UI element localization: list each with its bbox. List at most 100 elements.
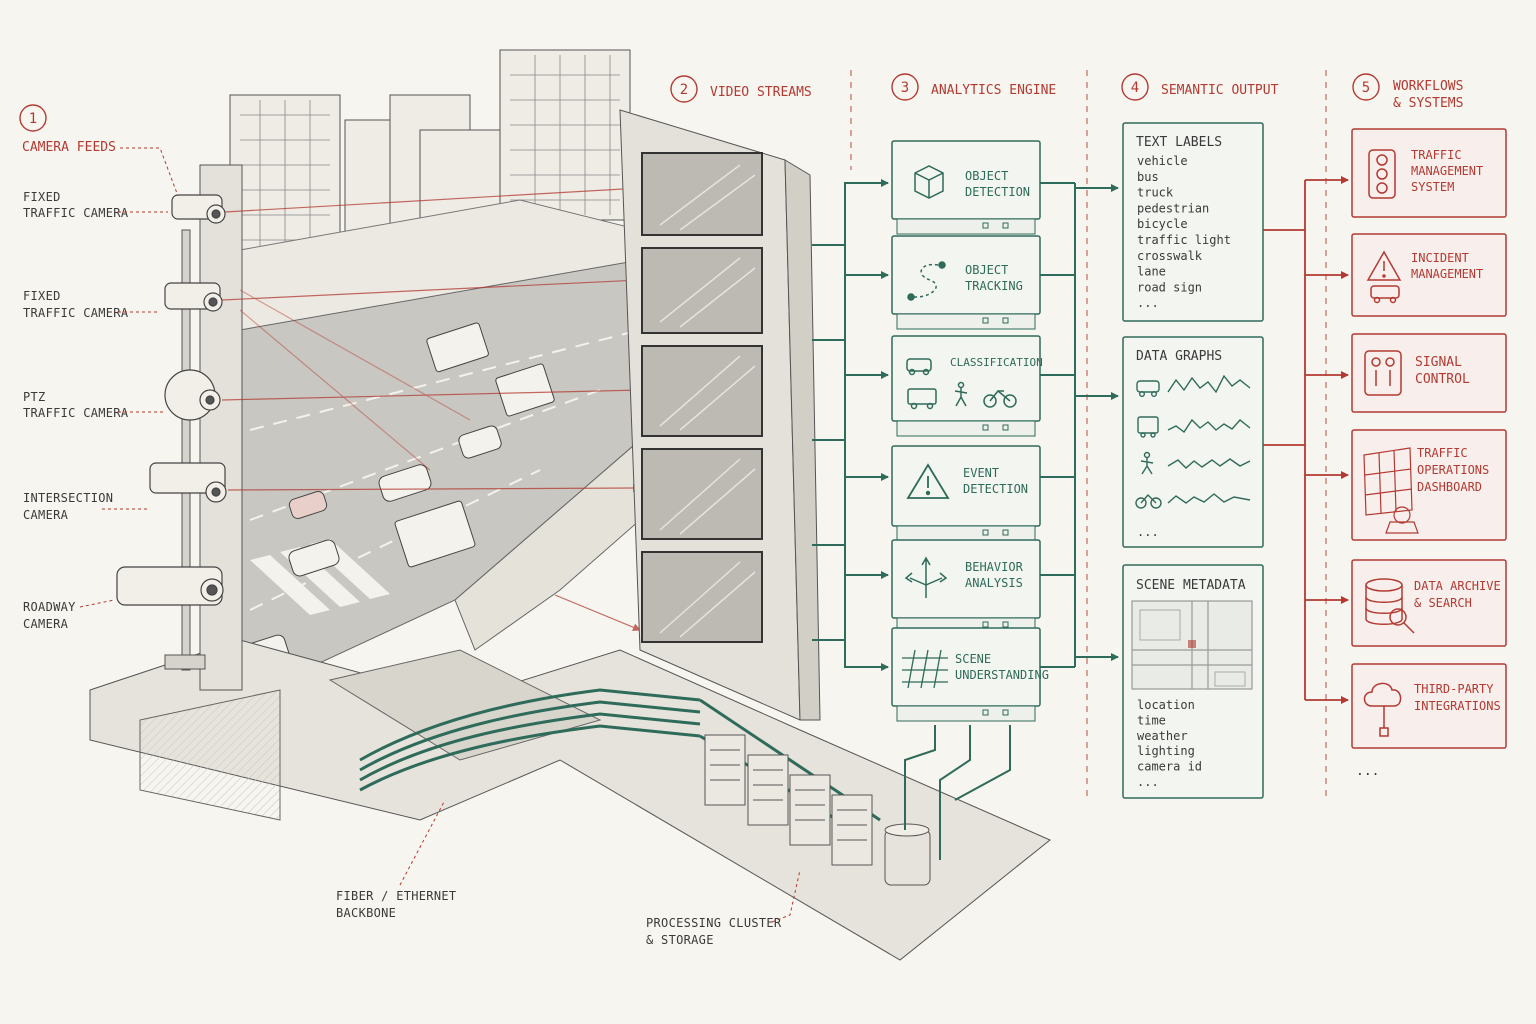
scene-metadata-item-4: lighting [1137,744,1195,758]
module-5-line2: ANALYSIS [965,576,1023,590]
text-label-item-5: bicycle [1137,217,1188,231]
camera-label-4-line2: CAMERA [23,508,69,522]
module-behavior-analysis[interactable]: BEHAVIOR ANALYSIS [891,539,1041,634]
module-6-line2: UNDERSTANDING [955,668,1049,682]
module-classification[interactable]: CLASSIFICATION [891,335,1043,437]
camera-1-icon [171,194,226,224]
text-label-item-1: vehicle [1137,154,1188,168]
pedestrian-icon [1140,451,1154,475]
section-4-header: 4 SEMANTIC OUTPUT [1121,73,1279,101]
section-5-badge [1352,73,1380,101]
workflows: TRAFFIC MANAGEMENT SYSTEM INCIDENT MANAG… [1351,128,1507,779]
workflow-incident-management[interactable]: INCIDENT MANAGEMENT [1351,233,1507,317]
graph-line-2 [1167,418,1251,434]
building-windows [240,55,620,260]
workflow-6-line2: INTEGRATIONS [1414,699,1501,713]
camera-label-1: FIXED TRAFFIC CAMERA [23,190,168,220]
section-1-header: 1 CAMERA FEEDS [19,104,179,197]
pole-cameras [116,194,227,606]
video-screen-2 [641,247,763,334]
section-2-header: 2 VIDEO STREAMS [670,75,812,103]
bicycle-icon [1135,493,1162,509]
section-2-number: 2 [680,82,688,98]
camera-label-5: ROADWAY CAMERA [23,599,115,631]
server-racks [704,734,931,886]
scene-metadata-item-3: weather [1137,729,1188,743]
section-3-badge [891,73,919,101]
camera-label-2-line2: TRAFFIC CAMERA [23,306,129,320]
text-label-item-9: road sign [1137,280,1202,294]
section-2-title: VIDEO STREAMS [710,85,812,100]
cluster-label-line2: & STORAGE [646,933,714,947]
workflow-5-line2: & SEARCH [1414,596,1472,610]
workflow-3-line2: CONTROL [1415,372,1470,387]
camera-fov-lines [221,184,641,632]
module-6-line1: SCENE [955,652,991,666]
data-graphs-card[interactable]: DATA GRAPHS ... [1122,336,1264,548]
module-5-line1: BEHAVIOR [965,560,1024,574]
output-to-workflow-connectors [1263,176,1349,704]
camera-label-2: FIXED TRAFFIC CAMERA [23,289,160,320]
workflow-4-line2: OPERATIONS [1417,463,1489,477]
data-graphs-more: ... [1137,525,1159,539]
camera-pole [164,164,243,691]
section-5-header: 5 WORKFLOWS & SYSTEMS [1352,73,1463,111]
module-1-line1: OBJECT [965,169,1008,183]
section-3-number: 3 [901,80,909,96]
map-thumbnail [1131,600,1253,690]
module-object-tracking[interactable]: OBJECT TRACKING [891,235,1041,330]
grid-icon [902,649,948,689]
camera-4-icon [149,462,227,503]
camera-label-2-line1: FIXED [23,289,61,303]
cloud-icon [1363,682,1402,737]
module-event-detection[interactable]: EVENT DETECTION [891,445,1041,542]
text-label-item-7: crosswalk [1137,249,1203,263]
workflow-traffic-management[interactable]: TRAFFIC MANAGEMENT SYSTEM [1351,128,1507,218]
text-label-item-10: ... [1137,296,1159,310]
workflow-data-archive[interactable]: DATA ARCHIVE & SEARCH [1351,559,1507,647]
video-screen-3 [641,345,763,437]
scene-metadata-item-6: ... [1137,775,1159,789]
section-5-number: 5 [1362,80,1370,96]
cube-icon [914,165,944,199]
module-object-detection[interactable]: OBJECT DETECTION [891,140,1041,235]
camera-2-icon [164,282,223,312]
city-illustration [89,49,1051,961]
data-graphs-title: DATA GRAPHS [1136,349,1222,364]
module-2-line1: OBJECT [965,263,1008,277]
workflow-6-line1: THIRD-PARTY [1414,682,1494,696]
camera-label-3: PTZ TRAFFIC CAMERA [23,390,163,420]
workflow-1-line2: MANAGEMENT [1411,164,1483,178]
bus-icon [1137,416,1159,438]
backbone-label-line1: FIBER / ETHERNET [336,889,456,903]
workflow-signal-control[interactable]: SIGNAL CONTROL [1351,333,1507,413]
text-label-item-3: truck [1137,186,1174,200]
database-icon [1365,578,1415,634]
text-label-item-6: traffic light [1137,233,1231,247]
workflow-4-line3: DASHBOARD [1417,480,1482,494]
text-label-item-2: bus [1137,170,1159,184]
section-1-badge [19,104,47,132]
graph-line-3 [1167,458,1251,469]
warning-icon [906,463,950,499]
workflows-more: ... [1356,764,1379,779]
incident-icon [1366,250,1402,304]
section-3-header: 3 ANALYTICS ENGINE [891,73,1056,101]
scene-metadata-card[interactable]: SCENE METADATA locationtimeweatherlighti… [1122,564,1264,799]
module-scene-understanding[interactable]: SCENE UNDERSTANDING [891,627,1049,722]
car-bus-person-bike-icon [906,358,1017,410]
camera-5-icon [116,566,224,606]
text-labels-card[interactable]: TEXT LABELS vehiclebustruckpedestrianbic… [1122,122,1264,322]
section-1-number: 1 [29,111,37,127]
workflow-third-party[interactable]: THIRD-PARTY INTEGRATIONS [1351,663,1507,749]
workflow-traffic-operations-dashboard[interactable]: TRAFFIC OPERATIONS DASHBOARD [1351,429,1507,541]
module-4-line2: DETECTION [963,482,1028,496]
scene-metadata-item-5: camera id [1137,760,1202,774]
screen-road-lines [659,164,756,638]
analytics-engine: OBJECT DETECTION OBJECT TRACKING CLA [891,140,1049,722]
section-4-badge [1121,73,1149,101]
section-5-title-line2: & SYSTEMS [1393,96,1463,111]
graph-line-1 [1167,374,1251,394]
module-2-line2: TRACKING [965,279,1023,293]
graph-line-4 [1167,493,1251,504]
